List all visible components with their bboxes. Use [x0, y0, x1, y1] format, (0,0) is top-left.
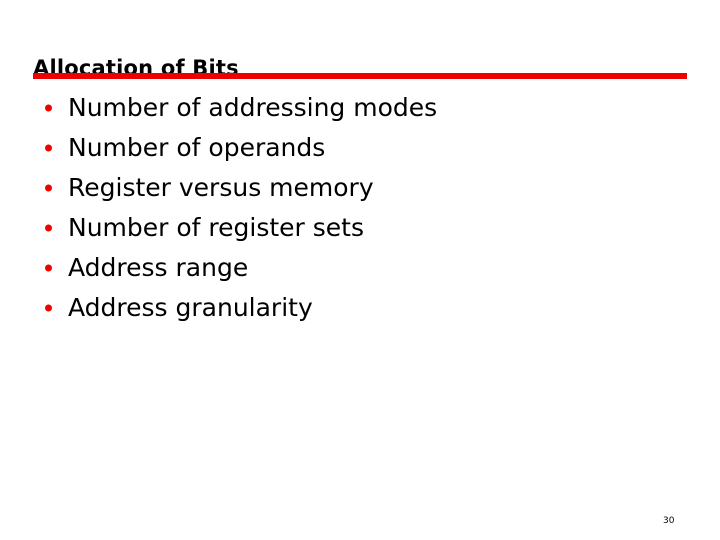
- list-item-label: Address range: [68, 253, 249, 282]
- list-item-label: Number of register sets: [68, 213, 365, 242]
- list-item: Address range: [33, 248, 693, 288]
- list-item: Number of addressing modes: [33, 88, 693, 128]
- bullet-dot-icon: [45, 104, 52, 112]
- list-item-label: Number of addressing modes: [68, 93, 438, 122]
- bullet-dot-icon: [45, 224, 52, 232]
- list-item-label: Address granularity: [68, 293, 313, 322]
- list-item: Number of operands: [33, 128, 693, 168]
- list-item-label: Register versus memory: [68, 173, 374, 202]
- bullet-dot-icon: [45, 184, 52, 192]
- bullet-dot-icon: [45, 304, 52, 312]
- bullet-dot-icon: [45, 144, 52, 152]
- bullet-dot-icon: [45, 264, 52, 272]
- list-item: Register versus memory: [33, 168, 693, 208]
- title-divider-rule: [33, 73, 687, 79]
- list-item: Number of register sets: [33, 208, 693, 248]
- list-item: Address granularity: [33, 288, 693, 328]
- page-number: 30: [663, 516, 675, 526]
- bullet-list: Number of addressing modes Number of ope…: [33, 88, 693, 328]
- list-item-label: Number of operands: [68, 133, 326, 162]
